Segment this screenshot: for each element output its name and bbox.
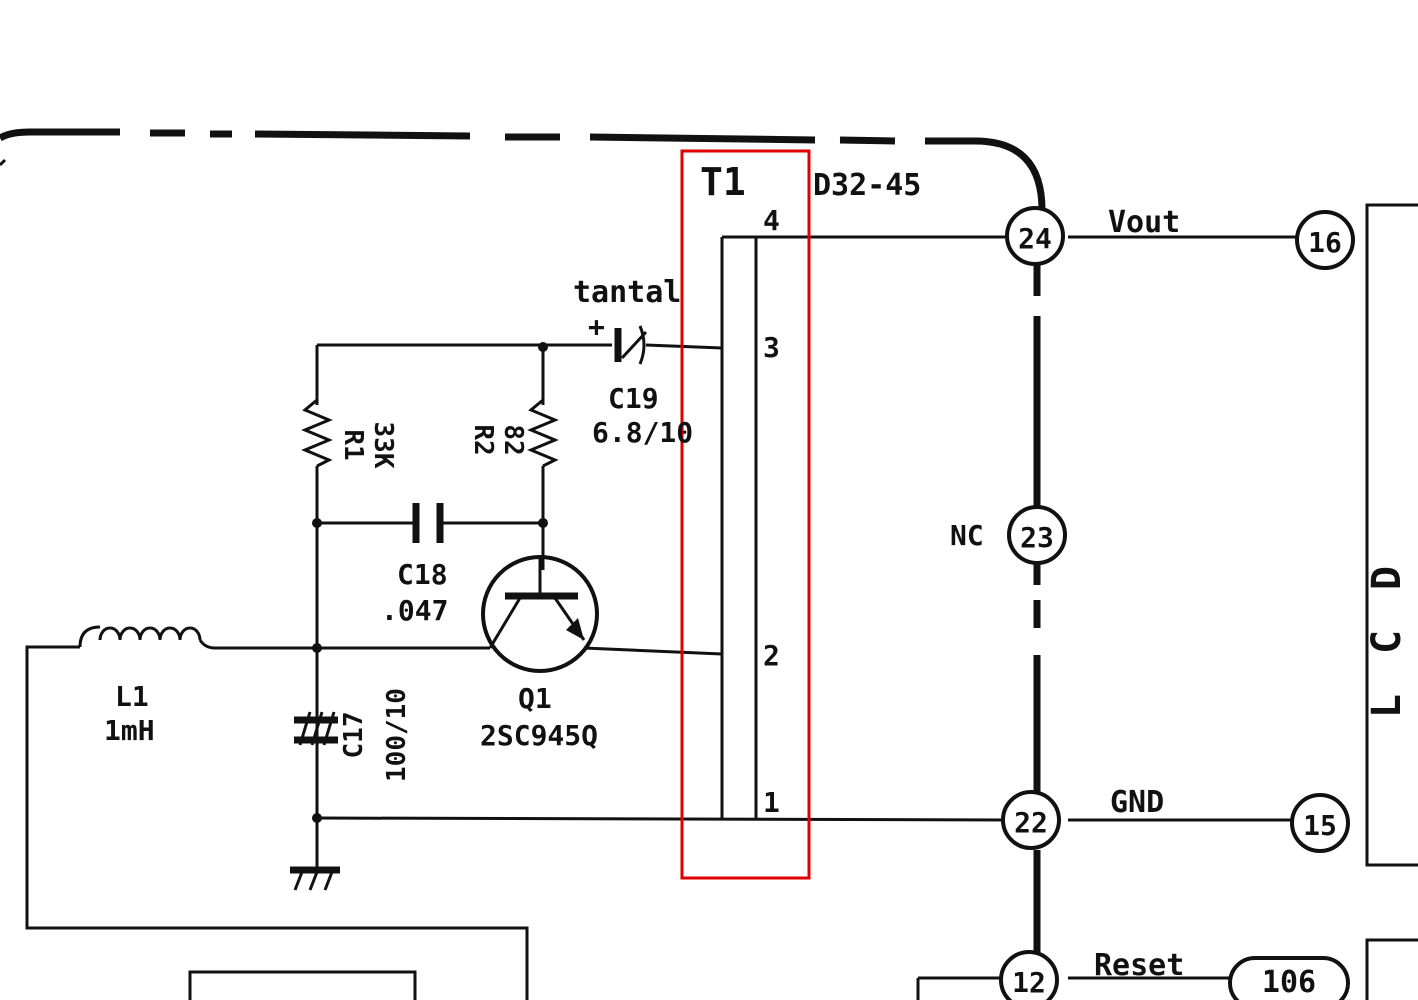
transformer-t1 (720, 235, 1005, 818)
lcd-node-15: 15 (1290, 793, 1350, 853)
highlight-box (680, 149, 811, 880)
node-24: 24 (1005, 206, 1065, 266)
c19-type: tantal (573, 275, 681, 310)
lcd-node-106: 106 (1228, 956, 1350, 1000)
inductor-l1 (78, 625, 315, 650)
signal-nc: NC (950, 519, 984, 552)
c17-value: 100/10 (382, 688, 412, 782)
c17-ref: C17 (339, 712, 369, 759)
l1-ref: L1 (115, 680, 149, 713)
t1-part: D32-45 (813, 168, 921, 203)
connector-wiring (918, 235, 1298, 980)
outer-loop-wire (25, 645, 529, 1000)
c19-value: 6.8/10 (592, 416, 693, 449)
t1-ref: T1 (700, 160, 746, 204)
capacitor-c17 (294, 711, 338, 746)
r1-ref: R1 (338, 429, 368, 460)
capacitor-c18 (312, 503, 548, 543)
node-22: 22 (1001, 790, 1061, 850)
svg-text:23: 23 (1020, 521, 1054, 554)
lower-block (188, 970, 417, 1000)
c19-polarity: + (588, 310, 605, 343)
svg-text:106: 106 (1262, 965, 1316, 1000)
svg-text:15: 15 (1303, 809, 1337, 842)
r2-value: 82 (498, 424, 528, 455)
c18-ref: C18 (397, 558, 448, 591)
lcd-node-16: 16 (1295, 210, 1355, 270)
transistor-q1 (481, 555, 723, 673)
signal-gnd: GND (1110, 785, 1164, 820)
ground-rail (316, 816, 1009, 822)
capacitor-c19 (614, 325, 723, 365)
ground-symbol (290, 813, 340, 891)
node-12: 12 (999, 950, 1059, 1000)
lcd-module: LCD (1364, 203, 1418, 1000)
svg-text:22: 22 (1014, 806, 1048, 839)
t1-pin-1: 1 (763, 786, 780, 819)
t1-pin-3: 3 (763, 331, 780, 364)
q1-ref: Q1 (518, 682, 552, 715)
c18-value: .047 (381, 594, 448, 627)
resistor-r1 (301, 398, 333, 468)
q1-part: 2SC945Q (480, 719, 598, 752)
l1-value: 1mH (104, 714, 155, 747)
resistor-r2 (527, 398, 559, 468)
c19-ref: C19 (608, 382, 659, 415)
svg-text:12: 12 (1012, 966, 1046, 999)
dashed-boundary (0, 128, 1046, 211)
r2-ref: R2 (468, 424, 498, 455)
svg-text:16: 16 (1308, 226, 1342, 259)
svg-text:LCD: LCD (1364, 526, 1410, 718)
signal-vout: Vout (1108, 205, 1180, 240)
t1-pin-4: 4 (763, 204, 780, 237)
t1-pin-2: 2 (763, 639, 780, 672)
svg-text:24: 24 (1018, 222, 1052, 255)
node-23: 23 (1007, 505, 1067, 565)
r1-value: 33K (368, 422, 398, 469)
signal-reset: Reset (1094, 948, 1184, 983)
